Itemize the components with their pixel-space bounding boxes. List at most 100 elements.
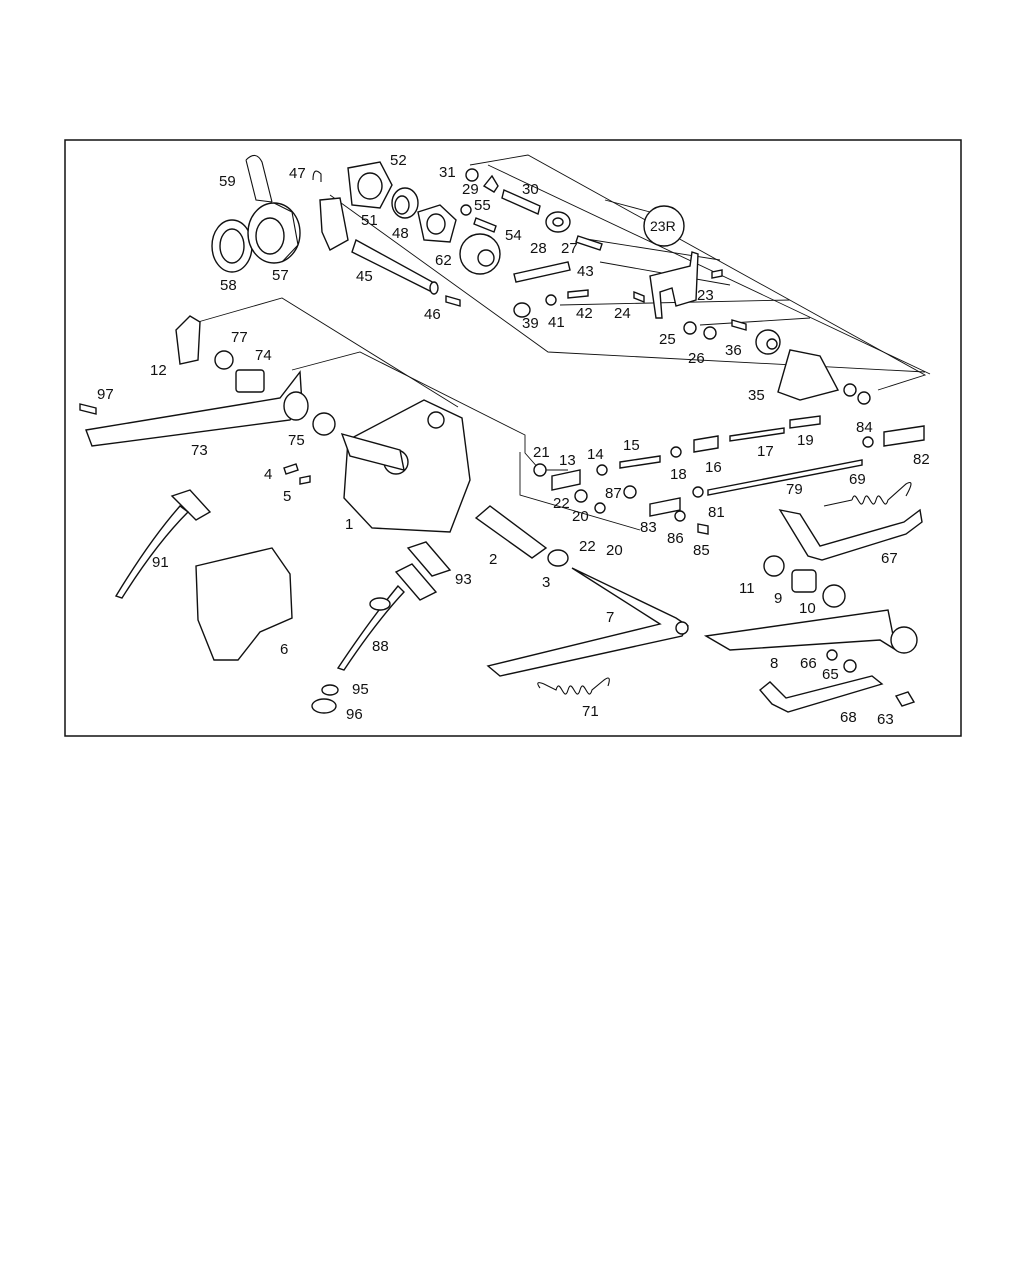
badge-23r <box>643 205 685 247</box>
nipple-24b-icon <box>711 269 723 279</box>
part-label: 10 <box>799 600 816 617</box>
washer-35b-icon <box>843 383 857 397</box>
bearing-bracket-1-icon <box>340 399 471 533</box>
bracket-23-icon <box>649 251 699 319</box>
part-label: 93 <box>455 571 472 588</box>
bolt-54-icon <box>473 217 497 233</box>
plate-6-icon <box>195 547 293 661</box>
flange-52-icon <box>347 161 393 209</box>
part-label: 68 <box>840 709 857 726</box>
part-label: 19 <box>797 432 814 449</box>
seal-58-icon <box>211 219 253 273</box>
nut-18-icon <box>670 446 682 458</box>
nut-81-icon <box>692 486 704 498</box>
washer-25-icon <box>683 321 697 335</box>
nipple-24-icon <box>633 290 645 304</box>
lever-67-icon <box>778 508 923 561</box>
washer-96-icon <box>311 698 337 714</box>
part-label: 15 <box>623 437 640 454</box>
clip-59-icon <box>245 154 273 203</box>
ring-10-icon <box>822 584 846 608</box>
screw-63-icon <box>894 691 916 707</box>
part-label: 87 <box>605 485 622 502</box>
part-label: 65 <box>822 666 839 683</box>
bolt-97-icon <box>79 403 97 415</box>
nut-84-icon <box>862 436 874 448</box>
part-label: 45 <box>356 268 373 285</box>
part-label: 91 <box>152 554 169 571</box>
part-label: 83 <box>640 519 657 536</box>
washer-77-icon <box>214 350 234 370</box>
part-label: 77 <box>231 329 248 346</box>
washer-21-icon <box>533 463 547 477</box>
washer-95-icon <box>321 684 339 696</box>
rod-17-icon <box>729 427 785 442</box>
part-label: 26 <box>688 350 705 367</box>
part-label: 55 <box>474 197 491 214</box>
part-label: 66 <box>800 655 817 672</box>
part-label: 9 <box>774 590 782 607</box>
screw-27-icon <box>575 235 603 251</box>
clip-19-icon <box>789 415 821 429</box>
bushing-51-icon <box>391 187 419 219</box>
part-label: 41 <box>548 314 565 331</box>
nut-14-icon <box>596 464 608 476</box>
bush-39-icon <box>513 302 531 318</box>
bolt-85-icon <box>697 523 709 535</box>
part-label: 52 <box>390 152 407 169</box>
release-bearing-57-icon <box>247 202 301 264</box>
pedal-91-icon <box>114 489 212 599</box>
part-label: 71 <box>582 703 599 720</box>
part-label: 39 <box>522 315 539 332</box>
part-label: 25 <box>659 331 676 348</box>
part-label: 20 <box>572 508 589 525</box>
part-label: 73 <box>191 442 208 459</box>
pin-20-icon <box>594 502 606 514</box>
screw-4-icon <box>283 463 299 475</box>
part-label: 46 <box>424 306 441 323</box>
part-label: 11 <box>739 580 755 597</box>
bush-9-icon <box>791 569 817 593</box>
part-label: 14 <box>587 446 604 463</box>
part-label: 63 <box>877 711 894 728</box>
joint-13-icon <box>551 469 581 491</box>
pedal-lever-7-icon <box>486 567 689 677</box>
spring-69-icon <box>823 481 912 507</box>
part-label: 42 <box>576 305 593 322</box>
stud-42-icon <box>567 289 589 299</box>
part-label: 5 <box>283 488 291 505</box>
nut-41-icon <box>545 294 557 306</box>
part-label: 24 <box>614 305 631 322</box>
rod-15-icon <box>619 455 661 469</box>
part-label: 51 <box>361 212 378 229</box>
part-label: 81 <box>708 504 725 521</box>
part-label: 23 <box>697 287 714 304</box>
part-label: 27 <box>561 240 578 257</box>
part-label: 12 <box>150 362 167 379</box>
joint-83-icon <box>649 497 681 517</box>
bush-3-icon <box>547 549 569 567</box>
part-label: 47 <box>289 165 306 182</box>
part-label: 62 <box>435 252 452 269</box>
boot-62-icon <box>459 233 501 275</box>
part-label: 18 <box>670 466 687 483</box>
part-label: 85 <box>693 542 710 559</box>
part-label: 3 <box>542 574 550 591</box>
flange-48-icon <box>417 204 457 243</box>
rod-79-icon <box>707 459 863 496</box>
part-label: 1 <box>345 516 353 533</box>
plate-29-icon <box>482 174 499 193</box>
spring-71-icon <box>537 677 610 695</box>
sleeve-2-icon <box>474 505 548 559</box>
lever-68-icon <box>758 675 884 713</box>
part-label: 20 <box>606 542 623 559</box>
bush-28-icon <box>545 211 571 233</box>
bolt-30-icon <box>501 189 541 215</box>
part-label: 36 <box>725 342 742 359</box>
part-label: 22 <box>553 495 570 512</box>
part-label: 6 <box>280 641 288 658</box>
part-label: 28 <box>530 240 547 257</box>
bush-74-icon <box>235 369 265 393</box>
part-label: 54 <box>505 227 522 244</box>
